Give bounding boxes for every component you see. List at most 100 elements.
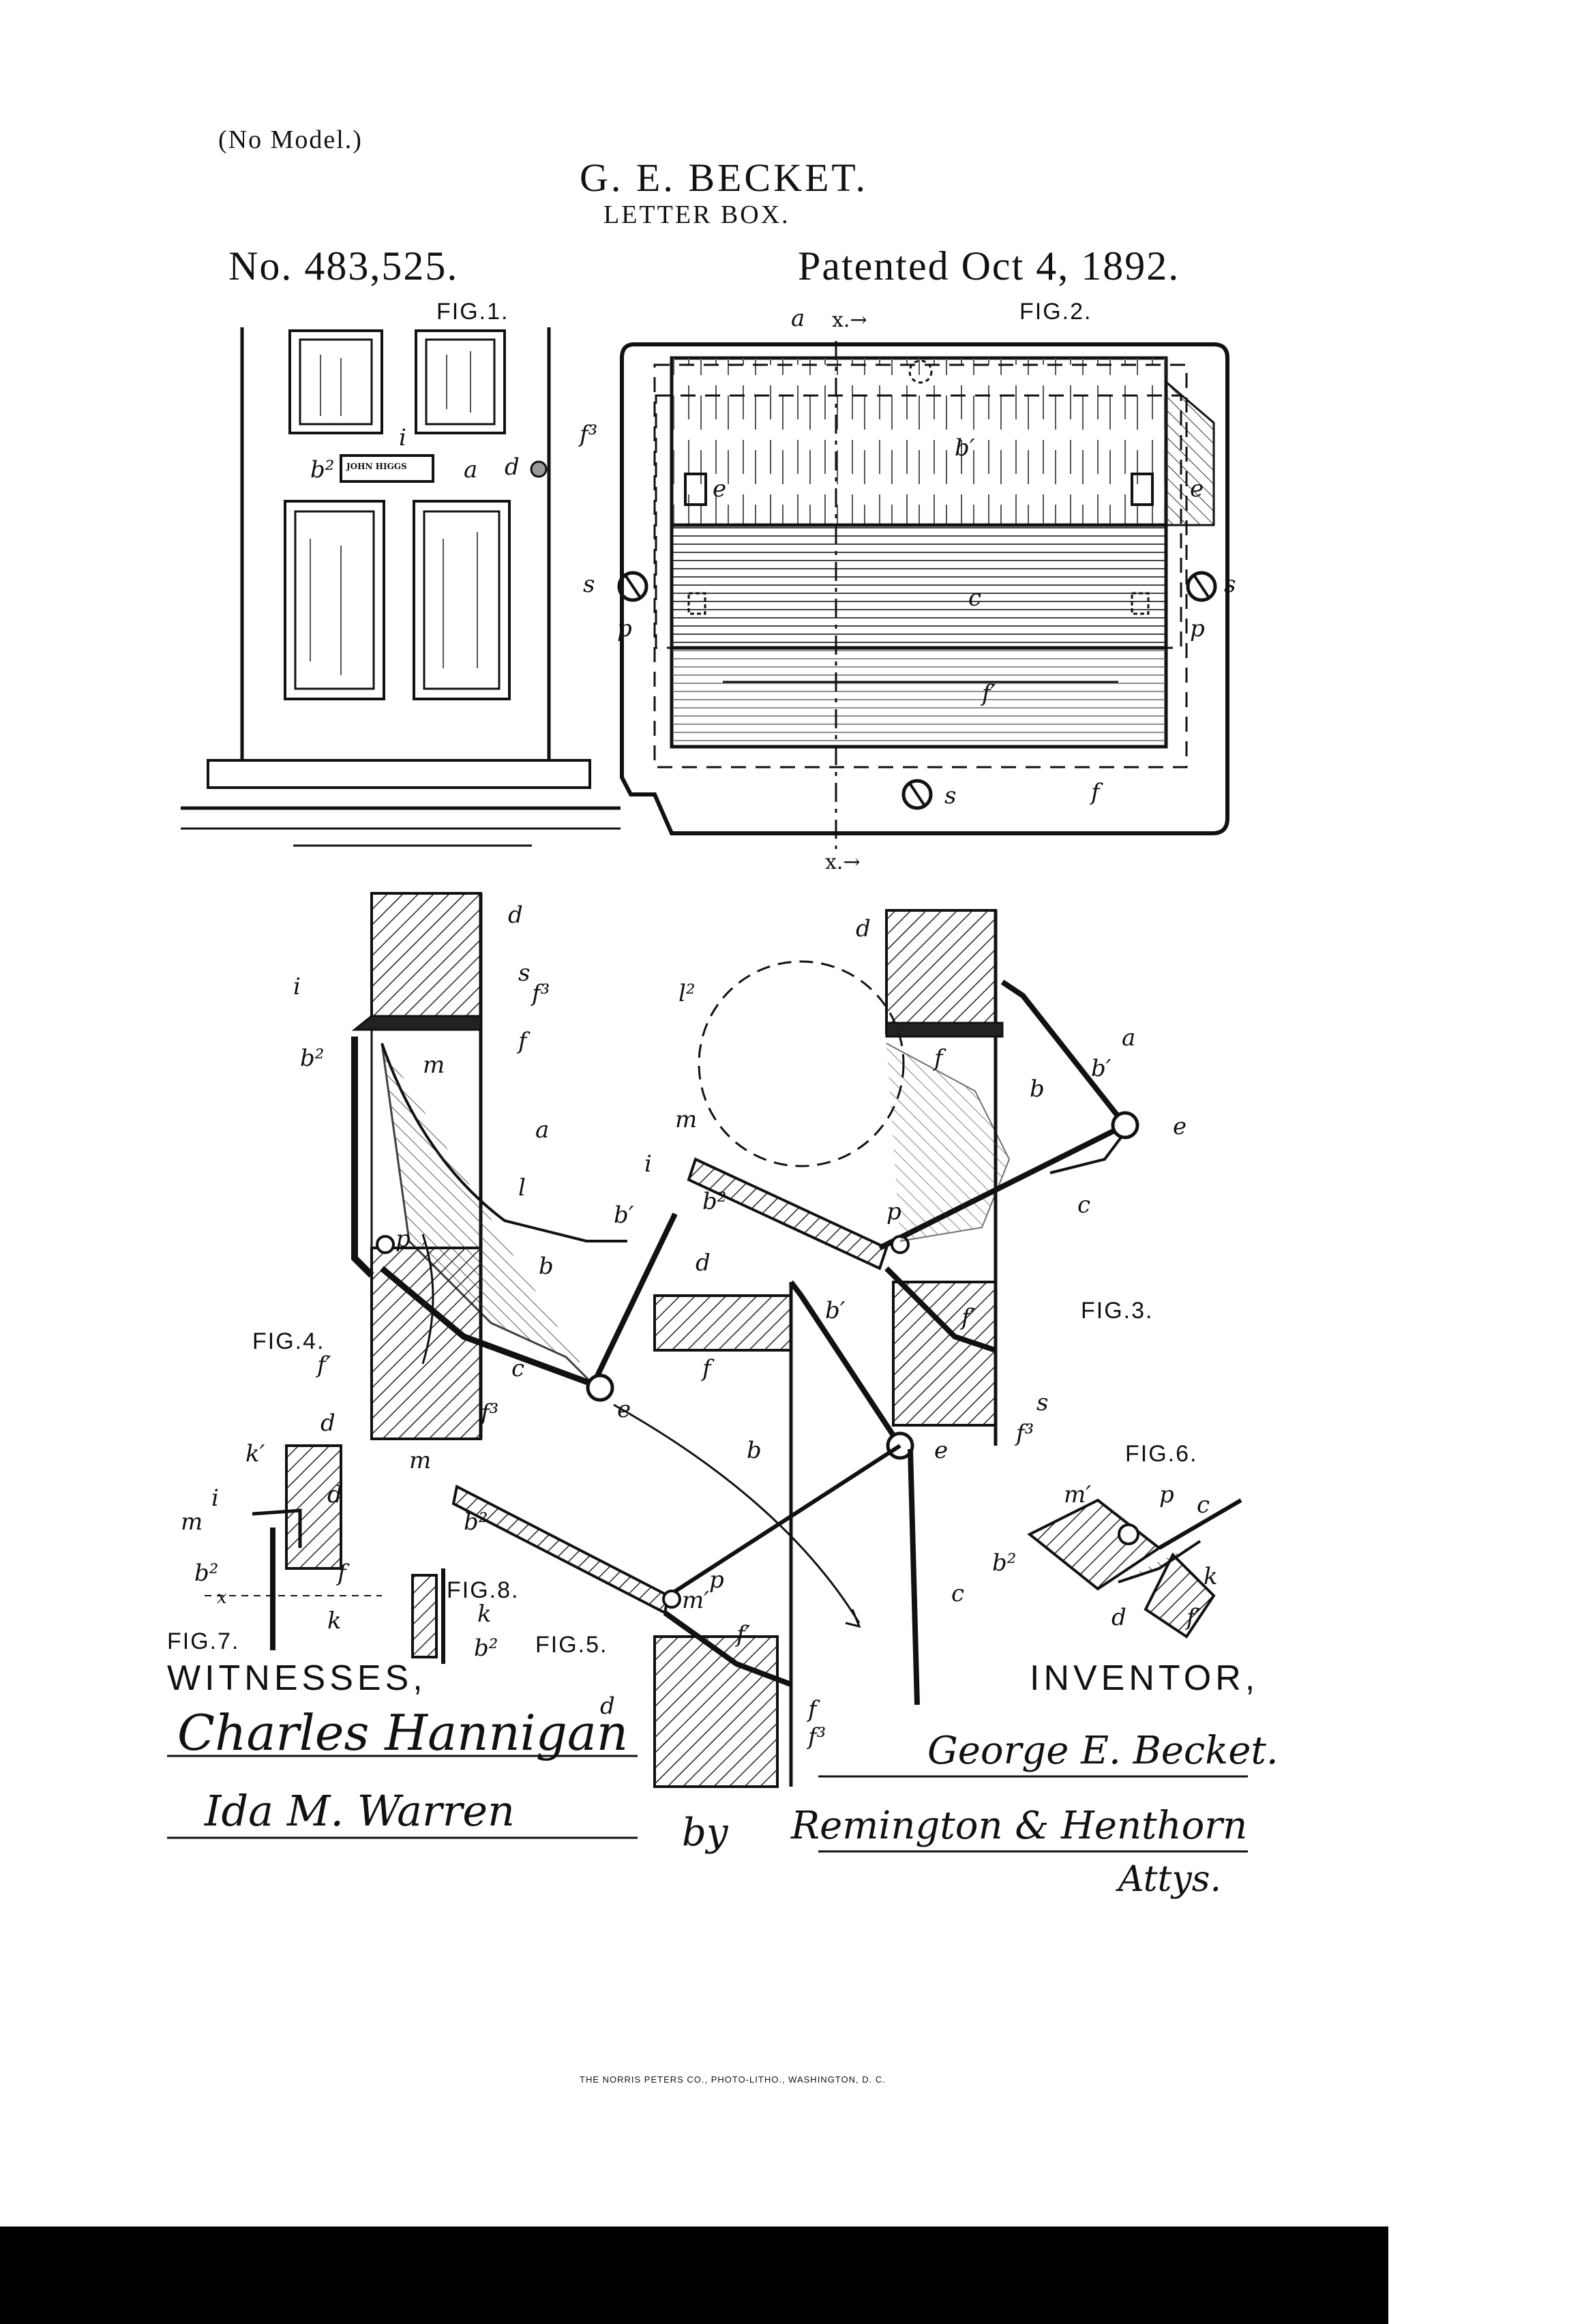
fig2-label-a: a (791, 305, 805, 332)
fig2-label-f: f (1091, 779, 1100, 806)
fig4-label-c: c (511, 1355, 525, 1382)
fig4-label-a: a (535, 1116, 550, 1144)
fig7-caption: FIG.7. (167, 1628, 240, 1654)
printer-imprint: THE NORRIS PETERS CO., PHOTO-LITHO., WAS… (580, 2074, 886, 2085)
fig6-label-b2: b² (992, 1549, 1017, 1577)
witness-signature-1: Charles Hannigan (177, 1704, 629, 1761)
fig4-label-b: b (539, 1253, 554, 1280)
fig6-label-p: p (1159, 1481, 1174, 1508)
fig4-label-f1: f′ (317, 1352, 331, 1379)
fig4-label-p: p (395, 1225, 411, 1253)
fig7-label-b2: b² (194, 1560, 219, 1587)
fig6-detail-drawing (1027, 1498, 1242, 1639)
fig5-label-m: m (409, 1447, 432, 1474)
fig3-label-f: f (934, 1045, 943, 1072)
fig3-label-c: c (1077, 1191, 1091, 1219)
fig2-section-mark-bottom: x.→ (825, 850, 861, 874)
fig4-label-s: s (518, 959, 531, 987)
fig5-label-f3: f³ (808, 1723, 826, 1751)
fig4-label-i: i (293, 973, 301, 1000)
inventor-signature: George E. Becket. (927, 1729, 1279, 1773)
fig4-label-b2: b² (300, 1045, 325, 1072)
signature-lines (167, 1755, 1248, 1853)
fig4-label-l: l (518, 1174, 526, 1202)
fig4-label-b1: b′ (614, 1202, 634, 1229)
fig3-label-p: p (886, 1198, 901, 1225)
attorneys-abbreviation: Attys. (1118, 1859, 1222, 1900)
fig7-fig8-detail-drawing (205, 1444, 445, 1664)
fig2-label-b1: b′ (955, 434, 975, 462)
fig8-label-k: k (477, 1600, 492, 1628)
fig5-label-e: e (934, 1437, 949, 1464)
fig4-label-f: f (518, 1028, 527, 1055)
fig3-section-drawing (687, 909, 1139, 1446)
fig2-label-e-right: e (1190, 475, 1204, 503)
fig4-section-drawing (351, 892, 678, 1440)
inventor-name: G. E. BECKET. (580, 155, 869, 200)
fig4-label-f3-top: f³ (532, 980, 550, 1007)
fig3-label-m: m (675, 1106, 698, 1133)
fig6-label-k: k (1204, 1563, 1218, 1590)
fig6-caption: FIG.6. (1125, 1441, 1198, 1467)
fig6-label-f1: f′ (1186, 1604, 1201, 1631)
fig3-label-d: d (856, 915, 871, 942)
fig8-label-b2: b² (474, 1635, 498, 1662)
fig2-label-f1: f′ (982, 680, 996, 707)
invention-title: LETTER BOX. (603, 200, 790, 229)
fig2-caption: FIG.2. (1019, 299, 1092, 325)
fig5-section-drawing (451, 1280, 920, 1788)
fig3-label-f1: f′ (961, 1304, 976, 1331)
witness-signature-2: Ida M. Warren (205, 1786, 515, 1836)
fig2-label-p-right: p (1190, 615, 1205, 642)
fig5-label-p: p (709, 1566, 724, 1594)
fig2-section-mark-top: x.→ (832, 308, 867, 332)
by-word: by (682, 1811, 728, 1855)
fig3-label-i: i (644, 1150, 652, 1178)
scan-border-bar (0, 2226, 1388, 2324)
fig5-label-f1: f′ (736, 1621, 751, 1648)
fig6-label-m1: m′ (1064, 1481, 1091, 1508)
fig7-label-f: f (338, 1560, 346, 1587)
fig5-label-d-top: d (696, 1249, 711, 1277)
fig3-caption: FIG.3. (1081, 1298, 1154, 1324)
fig5-label-f-bottom: f (808, 1696, 817, 1723)
patent-number: No. 483,525. (228, 243, 459, 288)
witnesses-heading: WITNESSES, (167, 1658, 427, 1698)
fig8-caption: FIG.8. (447, 1577, 520, 1603)
fig3-label-f3: f³ (1016, 1420, 1034, 1447)
fig2-label-s-left: s (583, 571, 595, 598)
fig3-label-b: b (1030, 1075, 1045, 1103)
fig5-label-d-bottom: d (600, 1693, 615, 1720)
fig1-label-b2: b² (310, 456, 335, 483)
fig6-label-d: d (1111, 1604, 1126, 1631)
fig7-label-m: m (181, 1508, 203, 1536)
patent-date: Patented Oct 4, 1892. (798, 243, 1180, 288)
fig2-label-f3: f³ (580, 421, 598, 448)
fig3-label-a: a (1122, 1024, 1136, 1052)
fig5-label-m1: m′ (682, 1587, 709, 1614)
fig1-caption: FIG.1. (436, 299, 509, 325)
fig6-label-c: c (1197, 1491, 1210, 1519)
fig3-label-l2: l² (678, 980, 696, 1007)
fig1-label-a: a (464, 456, 478, 483)
fig2-label-s-bottom: s (944, 782, 957, 809)
fig4-label-m: m (423, 1052, 445, 1079)
fig4-label-d-bottom: d (320, 1410, 335, 1437)
fig7-label-d: d (327, 1481, 342, 1508)
fig2-letterbox-front-view (617, 341, 1229, 849)
fig7-label-k: k (327, 1607, 342, 1635)
fig4-label-e: e (617, 1396, 631, 1423)
fig2-label-s-right: s (1224, 571, 1236, 598)
fig4-caption: FIG.4. (252, 1328, 325, 1354)
fig3-label-b1: b′ (1091, 1055, 1111, 1082)
attorneys-signature: Remington & Henthorn (791, 1804, 1248, 1848)
fig1-label-i: i (399, 424, 406, 451)
fig7-label-x: x (217, 1588, 227, 1608)
fig2-label-e-left: e (713, 475, 727, 503)
fig1-door-drawing (181, 327, 621, 847)
fig4-label-d-top: d (508, 902, 523, 929)
fig1-label-d: d (505, 453, 520, 481)
fig2-label-p-left: p (617, 615, 632, 642)
fig4-label-f3-bottom: f³ (481, 1399, 499, 1427)
